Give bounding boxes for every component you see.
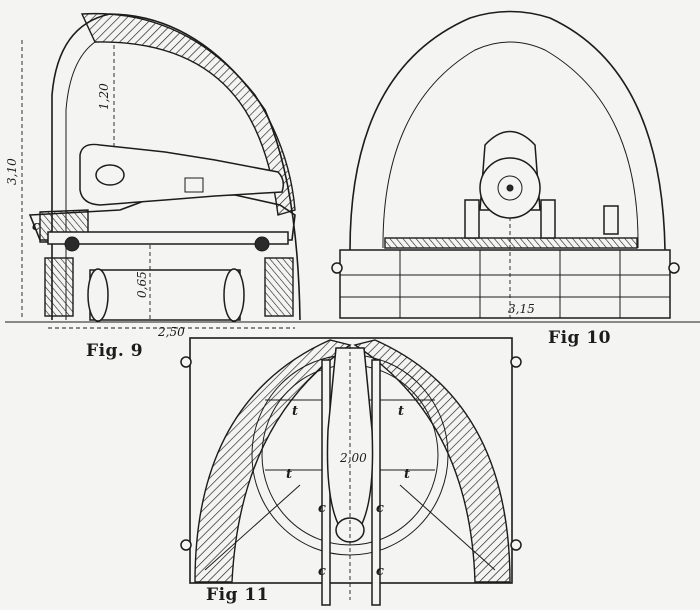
fig11-caption: Fig 11: [206, 585, 269, 605]
fig11-label-t-lower-right: t: [404, 467, 410, 482]
fig9-caption: Fig. 9: [86, 341, 143, 361]
fig11-label-c-bottom-left: c: [318, 564, 326, 579]
fig11-label-t-upper-right: t: [398, 404, 404, 419]
figure-11-plan-view: 2,00 t t t t c c c c Fig 11: [180, 337, 522, 606]
fig11-label-c-left: c: [318, 501, 326, 516]
fig11-label-t-upper-left: t: [292, 404, 298, 419]
fig9-dim-wheel: 0,65: [135, 271, 149, 298]
figure-10-front-elevation: 3,15 Fig 10: [331, 10, 680, 348]
fig10-caption: Fig 10: [548, 328, 611, 348]
fig11-label-c-bottom-right: c: [376, 564, 384, 579]
fig11-dim-center: 2,00: [339, 451, 367, 465]
figure-9-side-section: 3,10 1,20 0,65 2,50 c Fig. 9: [5, 12, 301, 361]
fig11-label-c-right: c: [376, 501, 384, 516]
fig11-label-t-lower-left: t: [286, 467, 292, 482]
fig9-dim-height: 3,10: [5, 158, 19, 185]
fig9-label-c: c: [32, 219, 40, 234]
fig9-dim-width: 2,50: [157, 325, 185, 339]
fig10-dim-length: 3,15: [508, 302, 535, 316]
fig9-dim-inner: 1,20: [97, 83, 111, 110]
